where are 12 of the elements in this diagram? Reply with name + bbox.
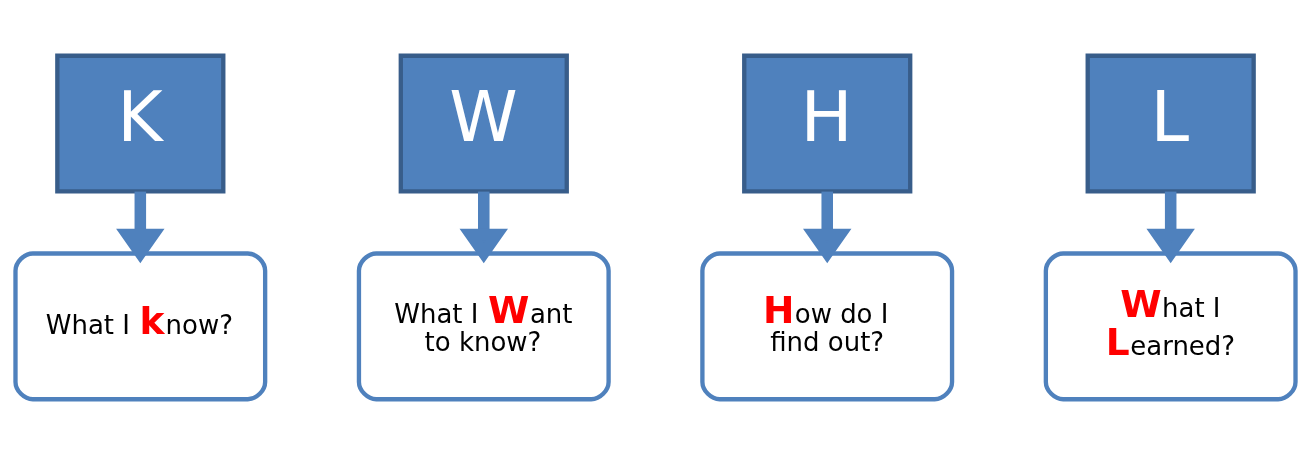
node-box: What I Learned? (1043, 250, 1298, 401)
node-box: W (398, 53, 569, 194)
node-box: K (55, 53, 226, 194)
node-box: L (1085, 53, 1256, 194)
arrow (1146, 191, 1195, 263)
arrow (803, 191, 852, 263)
node-box: H (742, 53, 913, 194)
arrow (116, 191, 165, 263)
node-box: How do I find out? (700, 250, 955, 401)
node-box: What I know? (13, 250, 268, 401)
arrow (459, 191, 508, 263)
node-box: What I Want to know? (356, 250, 611, 401)
